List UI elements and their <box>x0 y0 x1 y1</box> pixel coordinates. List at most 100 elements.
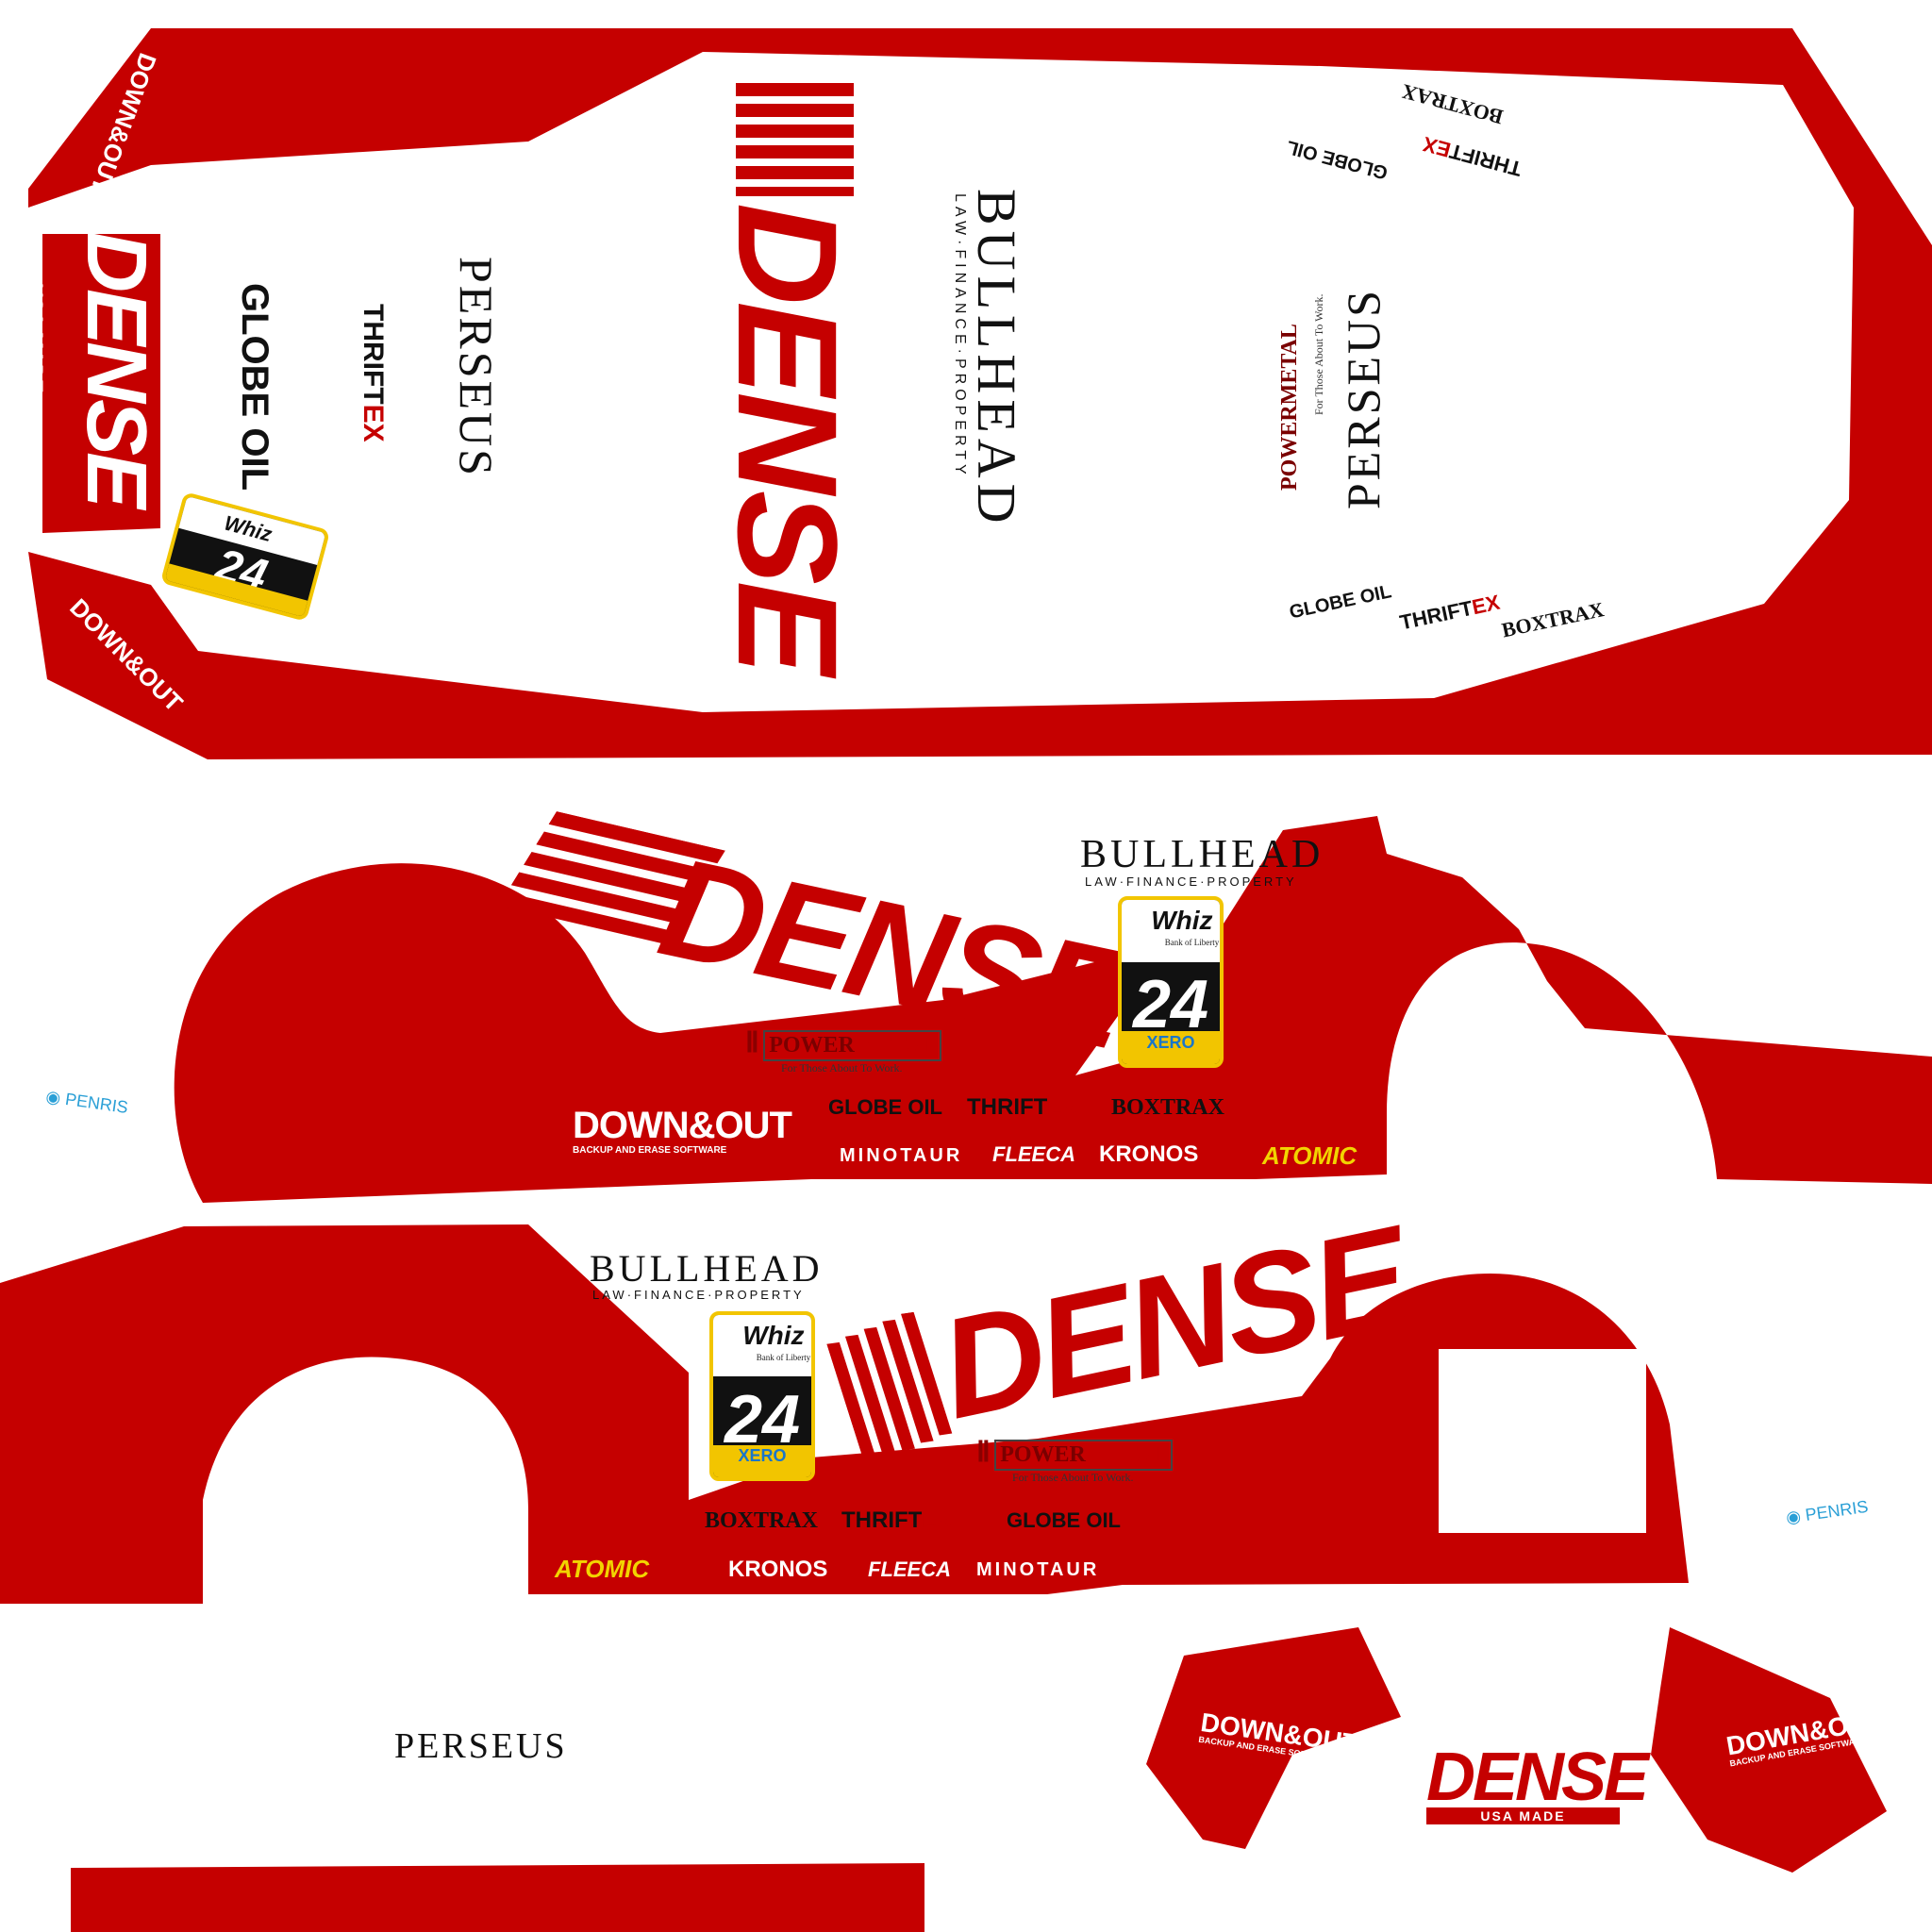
right-powermetal: Ⅱ POWERMETAL For Those About To Work. <box>976 1436 1174 1485</box>
left-kronos: KRONOS <box>1099 1143 1198 1166</box>
penris-icon-2: ◉ <box>1784 1506 1803 1527</box>
right-kronos: KRONOS <box>728 1558 827 1581</box>
fleeca-text: FLEECA <box>992 1142 1075 1166</box>
kronos-text: KRONOS <box>1099 1141 1199 1167</box>
roof-dense-block <box>42 234 160 533</box>
bottom-perseus: PERSEUS <box>394 1728 568 1764</box>
metal-text-2: METAL <box>854 1033 937 1058</box>
thrift-text: THRIFT <box>358 304 389 405</box>
metal-text: METAL <box>1277 324 1302 406</box>
metal-text-3: METAL <box>1085 1442 1168 1467</box>
left-globe-oil: GLOBE OIL <box>828 1097 942 1118</box>
power-text: POWER <box>1277 405 1302 491</box>
right-thriftex: THRIFTEX <box>841 1509 952 1532</box>
ex-text-4: EX <box>1047 1094 1078 1120</box>
bottom-dense-logo: DENSE USA MADE <box>1426 1740 1649 1824</box>
globe-oil-text: GLOBE OIL <box>234 283 275 491</box>
roof-dense-large: DENSE <box>708 203 867 672</box>
left-boxtrax: BOXTRAX <box>1111 1096 1224 1119</box>
atomic-text-2: ATOMIC <box>555 1555 650 1583</box>
bullhead-tag-text-2: LAW·FINANCE·PROPERTY <box>1085 874 1297 889</box>
bullhead-text: BULLHEAD <box>966 189 1027 529</box>
roof-powermetal-vertical: POWERMETAL <box>1277 324 1302 491</box>
power-tag-text-2: For Those About To Work. <box>781 1061 903 1074</box>
penris-icon: ◉ <box>44 1087 62 1108</box>
mirror-right <box>1651 1627 1887 1873</box>
roof-perseus-vertical-2: PERSEUS <box>1337 288 1390 509</box>
left-bullhead: BULLHEAD <box>1080 835 1324 874</box>
ex-text-5: EX <box>922 1507 953 1533</box>
minotaur-text-2: MINOTAUR <box>976 1559 1100 1580</box>
plate-whiz-2: Whiz <box>1151 906 1213 935</box>
roof-bullhead-vertical: BULLHEAD <box>966 189 1027 529</box>
plate-bank-2: Bank of Liberty <box>1164 938 1220 947</box>
roof-dense-usa: USA MADE <box>24 283 47 393</box>
kronos-text-2: KRONOS <box>728 1557 828 1582</box>
thrift-text-5: THRIFT <box>841 1507 923 1533</box>
plate-whiz-3: Whiz <box>742 1321 805 1350</box>
boxtrax-text-4: BOXTRAX <box>705 1508 819 1533</box>
down-out-tag-text: BACKUP AND ERASE SOFTWARE <box>573 1145 727 1156</box>
ex-text: EX <box>358 404 389 442</box>
right-bullhead-tag: LAW·FINANCE·PROPERTY <box>592 1289 805 1301</box>
perseus-text-2: PERSEUS <box>1337 288 1390 509</box>
right-boxtrax: BOXTRAX <box>705 1509 818 1532</box>
boxtrax-text-3: BOXTRAX <box>1111 1095 1225 1120</box>
roof-bullhead-tag-vertical: LAW·FINANCE·PROPERTY <box>952 193 968 479</box>
roof-powermetal-tag: For Those About To Work. <box>1312 293 1325 415</box>
perseus-text: PERSEUS <box>450 257 503 478</box>
left-fleeca: FLEECA <box>992 1144 1075 1165</box>
usa-made-text: USA MADE <box>24 283 47 393</box>
right-globe-oil: GLOBE OIL <box>1007 1510 1121 1531</box>
roof-dense-vertical: DENSE <box>55 231 163 505</box>
roof-perseus-vertical: PERSEUS <box>450 257 503 478</box>
right-bullhead: BULLHEAD <box>590 1250 824 1288</box>
right-dense-stripes <box>826 1311 953 1466</box>
power-tag-text-3: For Those About To Work. <box>1012 1471 1134 1484</box>
globe-oil-text-5: GLOBE OIL <box>1007 1508 1121 1532</box>
left-thriftex: THRIFTEX <box>967 1096 1077 1119</box>
perseus-text-3: PERSEUS <box>394 1726 568 1766</box>
left-dense-stripes <box>498 811 725 945</box>
bullhead-tag-text: LAW·FINANCE·PROPERTY <box>952 193 968 479</box>
right-minotaur: MINOTAUR <box>976 1560 1099 1579</box>
left-down-out: DOWN&OUT <box>573 1105 792 1146</box>
left-bullhead-tag: LAW·FINANCE·PROPERTY <box>1085 875 1297 888</box>
power-text-2: POWER <box>769 1033 855 1058</box>
roof-panel <box>28 28 1932 759</box>
roof-globe-oil-vertical: GLOBE OIL <box>234 283 275 491</box>
right-number-plate: Whiz Bank of Liberty 24 XERO <box>709 1311 815 1481</box>
left-minotaur: MINOTAUR <box>840 1146 962 1165</box>
power-text-3: POWER <box>1000 1442 1086 1467</box>
roof-thriftex-vertical: THRIFTEX <box>358 304 389 442</box>
globe-oil-text-4: GLOBE OIL <box>828 1095 942 1119</box>
left-atomic: ATOMIC <box>1262 1143 1357 1168</box>
plate-xero-2: XERO <box>1146 1033 1195 1052</box>
right-side-wheel-arch-right-cut <box>1439 1349 1646 1533</box>
thrift-text-4: THRIFT <box>967 1094 1048 1120</box>
fleeca-text-2: FLEECA <box>868 1557 951 1581</box>
dense-logo-text: DENSE <box>1426 1740 1649 1815</box>
left-number-plate: Whiz Bank of Liberty 24 XERO <box>1118 896 1224 1068</box>
right-fleeca: FLEECA <box>868 1559 951 1580</box>
right-atomic: ATOMIC <box>555 1557 649 1581</box>
atomic-text: ATOMIC <box>1262 1141 1357 1170</box>
down-out-text-3: DOWN&OUT <box>573 1105 792 1146</box>
bullhead-text-3: BULLHEAD <box>590 1247 824 1290</box>
plate-number-2: 24 <box>1132 967 1209 1042</box>
left-powermetal: Ⅱ POWERMETAL For Those About To Work. <box>745 1026 942 1075</box>
plate-bank-3: Bank of Liberty <box>756 1353 811 1362</box>
roof-dense-text: DENSE <box>69 231 163 505</box>
usa-made-text-2: USA MADE <box>1426 1807 1620 1824</box>
bullhead-tag-text-3: LAW·FINANCE·PROPERTY <box>592 1288 805 1302</box>
mirror-left <box>1146 1627 1401 1849</box>
power-tag-text: For Those About To Work. <box>1312 293 1325 415</box>
roof-dense-stripes <box>736 83 854 196</box>
left-down-out-tag: BACKUP AND ERASE SOFTWARE <box>573 1146 726 1156</box>
bottom-strip <box>71 1863 924 1932</box>
right-side-wheel-arch-left <box>203 1357 528 1604</box>
plate-xero-3: XERO <box>738 1446 787 1465</box>
dense-large-text: DENSE <box>708 203 867 672</box>
minotaur-text: MINOTAUR <box>840 1145 963 1166</box>
